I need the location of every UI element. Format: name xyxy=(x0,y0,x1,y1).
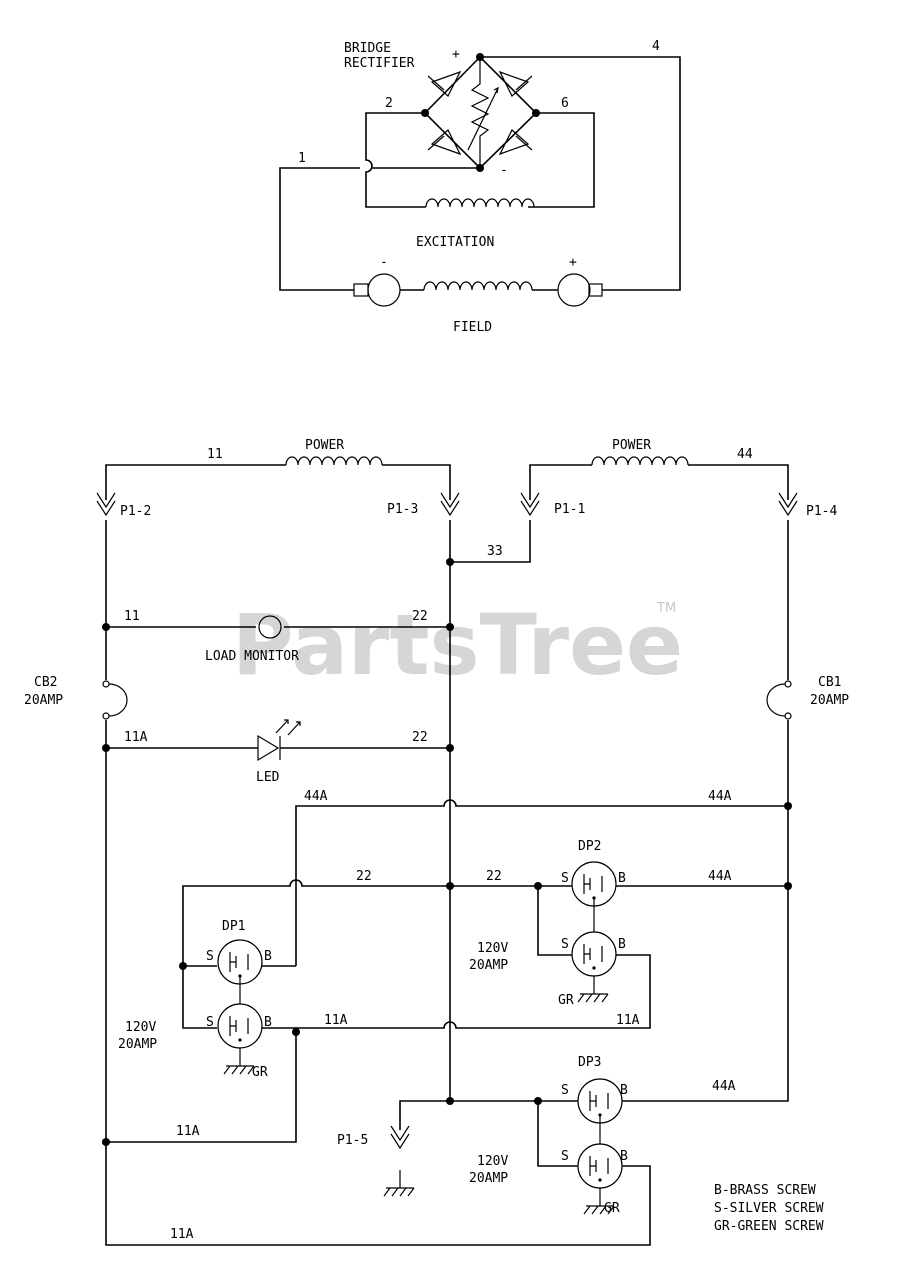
bridge-rectifier-label-2: RECTIFIER xyxy=(344,56,415,71)
wire-label-1: 1 xyxy=(298,151,306,166)
cb2-rating-label: 20AMP xyxy=(24,693,63,708)
dp3-b-top: B xyxy=(620,1083,628,1098)
ground-p1-5 xyxy=(383,1169,415,1197)
ground-dp2 xyxy=(577,975,609,1003)
wire-label-44a-dp2: 44A xyxy=(708,869,732,884)
led-diode xyxy=(257,719,301,762)
cb1-rating-label: 20AMP xyxy=(810,693,849,708)
wire-label-11-load: 11 xyxy=(124,609,140,624)
wire-label-11a-return: 11A xyxy=(176,1124,200,1139)
dp3-voltage-label: 120V xyxy=(477,1154,508,1169)
receptacle-dp3-bottom xyxy=(577,1143,623,1189)
wire-label-22-right: 22 xyxy=(486,869,502,884)
power-left-label: POWER xyxy=(305,438,344,453)
legend-green: GR-GREEN SCREW xyxy=(714,1219,824,1234)
dp3-s-top: S xyxy=(561,1083,569,1098)
cb1-name-label: CB1 xyxy=(818,675,841,690)
power-right-label: POWER xyxy=(612,438,651,453)
field-assembly xyxy=(353,273,603,307)
wire-label-11a-dp1: 11A xyxy=(324,1013,348,1028)
circuit-breaker-cb2 xyxy=(102,680,128,720)
wire-label-22-led: 22 xyxy=(412,730,428,745)
bottom-wires xyxy=(105,456,789,1246)
dp1-voltage-label: 120V xyxy=(125,1020,156,1035)
field-plus-label: + xyxy=(569,255,577,270)
dp2-amp-label: 20AMP xyxy=(469,958,508,973)
excitation-label: EXCITATION xyxy=(416,235,494,250)
dp3-b-bottom: B xyxy=(620,1149,628,1164)
dp1-b-top: B xyxy=(264,949,272,964)
dp1-label: DP1 xyxy=(222,919,245,934)
bridge-plus-label: + xyxy=(452,47,460,62)
load-monitor-label: LOAD MONITOR xyxy=(205,649,299,664)
bridge-minus-label: - xyxy=(500,163,508,178)
wire-label-2: 2 xyxy=(385,96,393,111)
connector-label-p1-5: P1-5 xyxy=(337,1133,368,1148)
wire-label-6: 6 xyxy=(561,96,569,111)
wire-label-22-load: 22 xyxy=(412,609,428,624)
connector-label-p1-2: P1-2 xyxy=(120,504,151,519)
dp3-amp-label: 20AMP xyxy=(469,1171,508,1186)
dp3-gr-label: GR xyxy=(604,1201,620,1216)
dp2-voltage-label: 120V xyxy=(477,941,508,956)
led-label: LED xyxy=(256,770,280,785)
dp2-label: DP2 xyxy=(578,839,601,854)
connector-label-p1-3: P1-3 xyxy=(387,502,418,517)
circuit-breaker-cb1 xyxy=(766,680,792,720)
top-wires xyxy=(279,56,681,291)
watermark: PartsTree xyxy=(232,596,683,694)
dp2-b-bottom: B xyxy=(618,937,626,952)
load-monitor-lamp xyxy=(258,615,282,639)
wire-label-44a-right: 44A xyxy=(708,789,732,804)
wire-label-22-left: 22 xyxy=(356,869,372,884)
wire-label-44-top: 44 xyxy=(737,447,753,462)
wire-label-11a-bottom: 11A xyxy=(170,1227,194,1242)
bridge-rectifier-label: BRIDGE xyxy=(344,41,391,56)
wire-label-44a-dp3: 44A xyxy=(712,1079,736,1094)
connector-label-p1-1: P1-1 xyxy=(554,502,585,517)
ground-dp1 xyxy=(223,1047,255,1075)
dp3-label: DP3 xyxy=(578,1055,601,1070)
bridge-rectifier xyxy=(421,53,540,172)
dp1-s-bottom: S xyxy=(206,1015,214,1030)
dp1-b-bottom: B xyxy=(264,1015,272,1030)
excitation-coil xyxy=(425,198,535,208)
wire-label-11-top: 11 xyxy=(207,447,223,462)
watermark-tm: TM xyxy=(656,601,676,616)
dp2-gr-label: GR xyxy=(558,993,574,1008)
legend-silver: S-SILVER SCREW xyxy=(714,1201,824,1216)
dp3-s-bottom: S xyxy=(561,1149,569,1164)
legend-brass: B-BRASS SCREW xyxy=(714,1183,816,1198)
wire-label-11a-led: 11A xyxy=(124,730,148,745)
wire-label-11a-dp2: 11A xyxy=(616,1013,640,1028)
dp2-b-top: B xyxy=(618,871,626,886)
field-minus-label: - xyxy=(380,255,388,270)
dp1-s-top: S xyxy=(206,949,214,964)
receptacle-dp1-bottom xyxy=(217,1003,263,1049)
wire-label-33: 33 xyxy=(487,544,503,559)
wire-label-4: 4 xyxy=(652,39,660,54)
dp1-gr-label: GR xyxy=(252,1065,268,1080)
wire-label-44a-left: 44A xyxy=(304,789,328,804)
dp1-amp-label: 20AMP xyxy=(118,1037,157,1052)
connector-label-p1-4: P1-4 xyxy=(806,504,837,519)
receptacle-dp2-bottom xyxy=(571,931,617,977)
field-label: FIELD xyxy=(453,320,492,335)
cb2-name-label: CB2 xyxy=(34,675,57,690)
dp2-s-bottom: S xyxy=(561,937,569,952)
dp2-s-top: S xyxy=(561,871,569,886)
junction-dots xyxy=(102,558,792,1146)
